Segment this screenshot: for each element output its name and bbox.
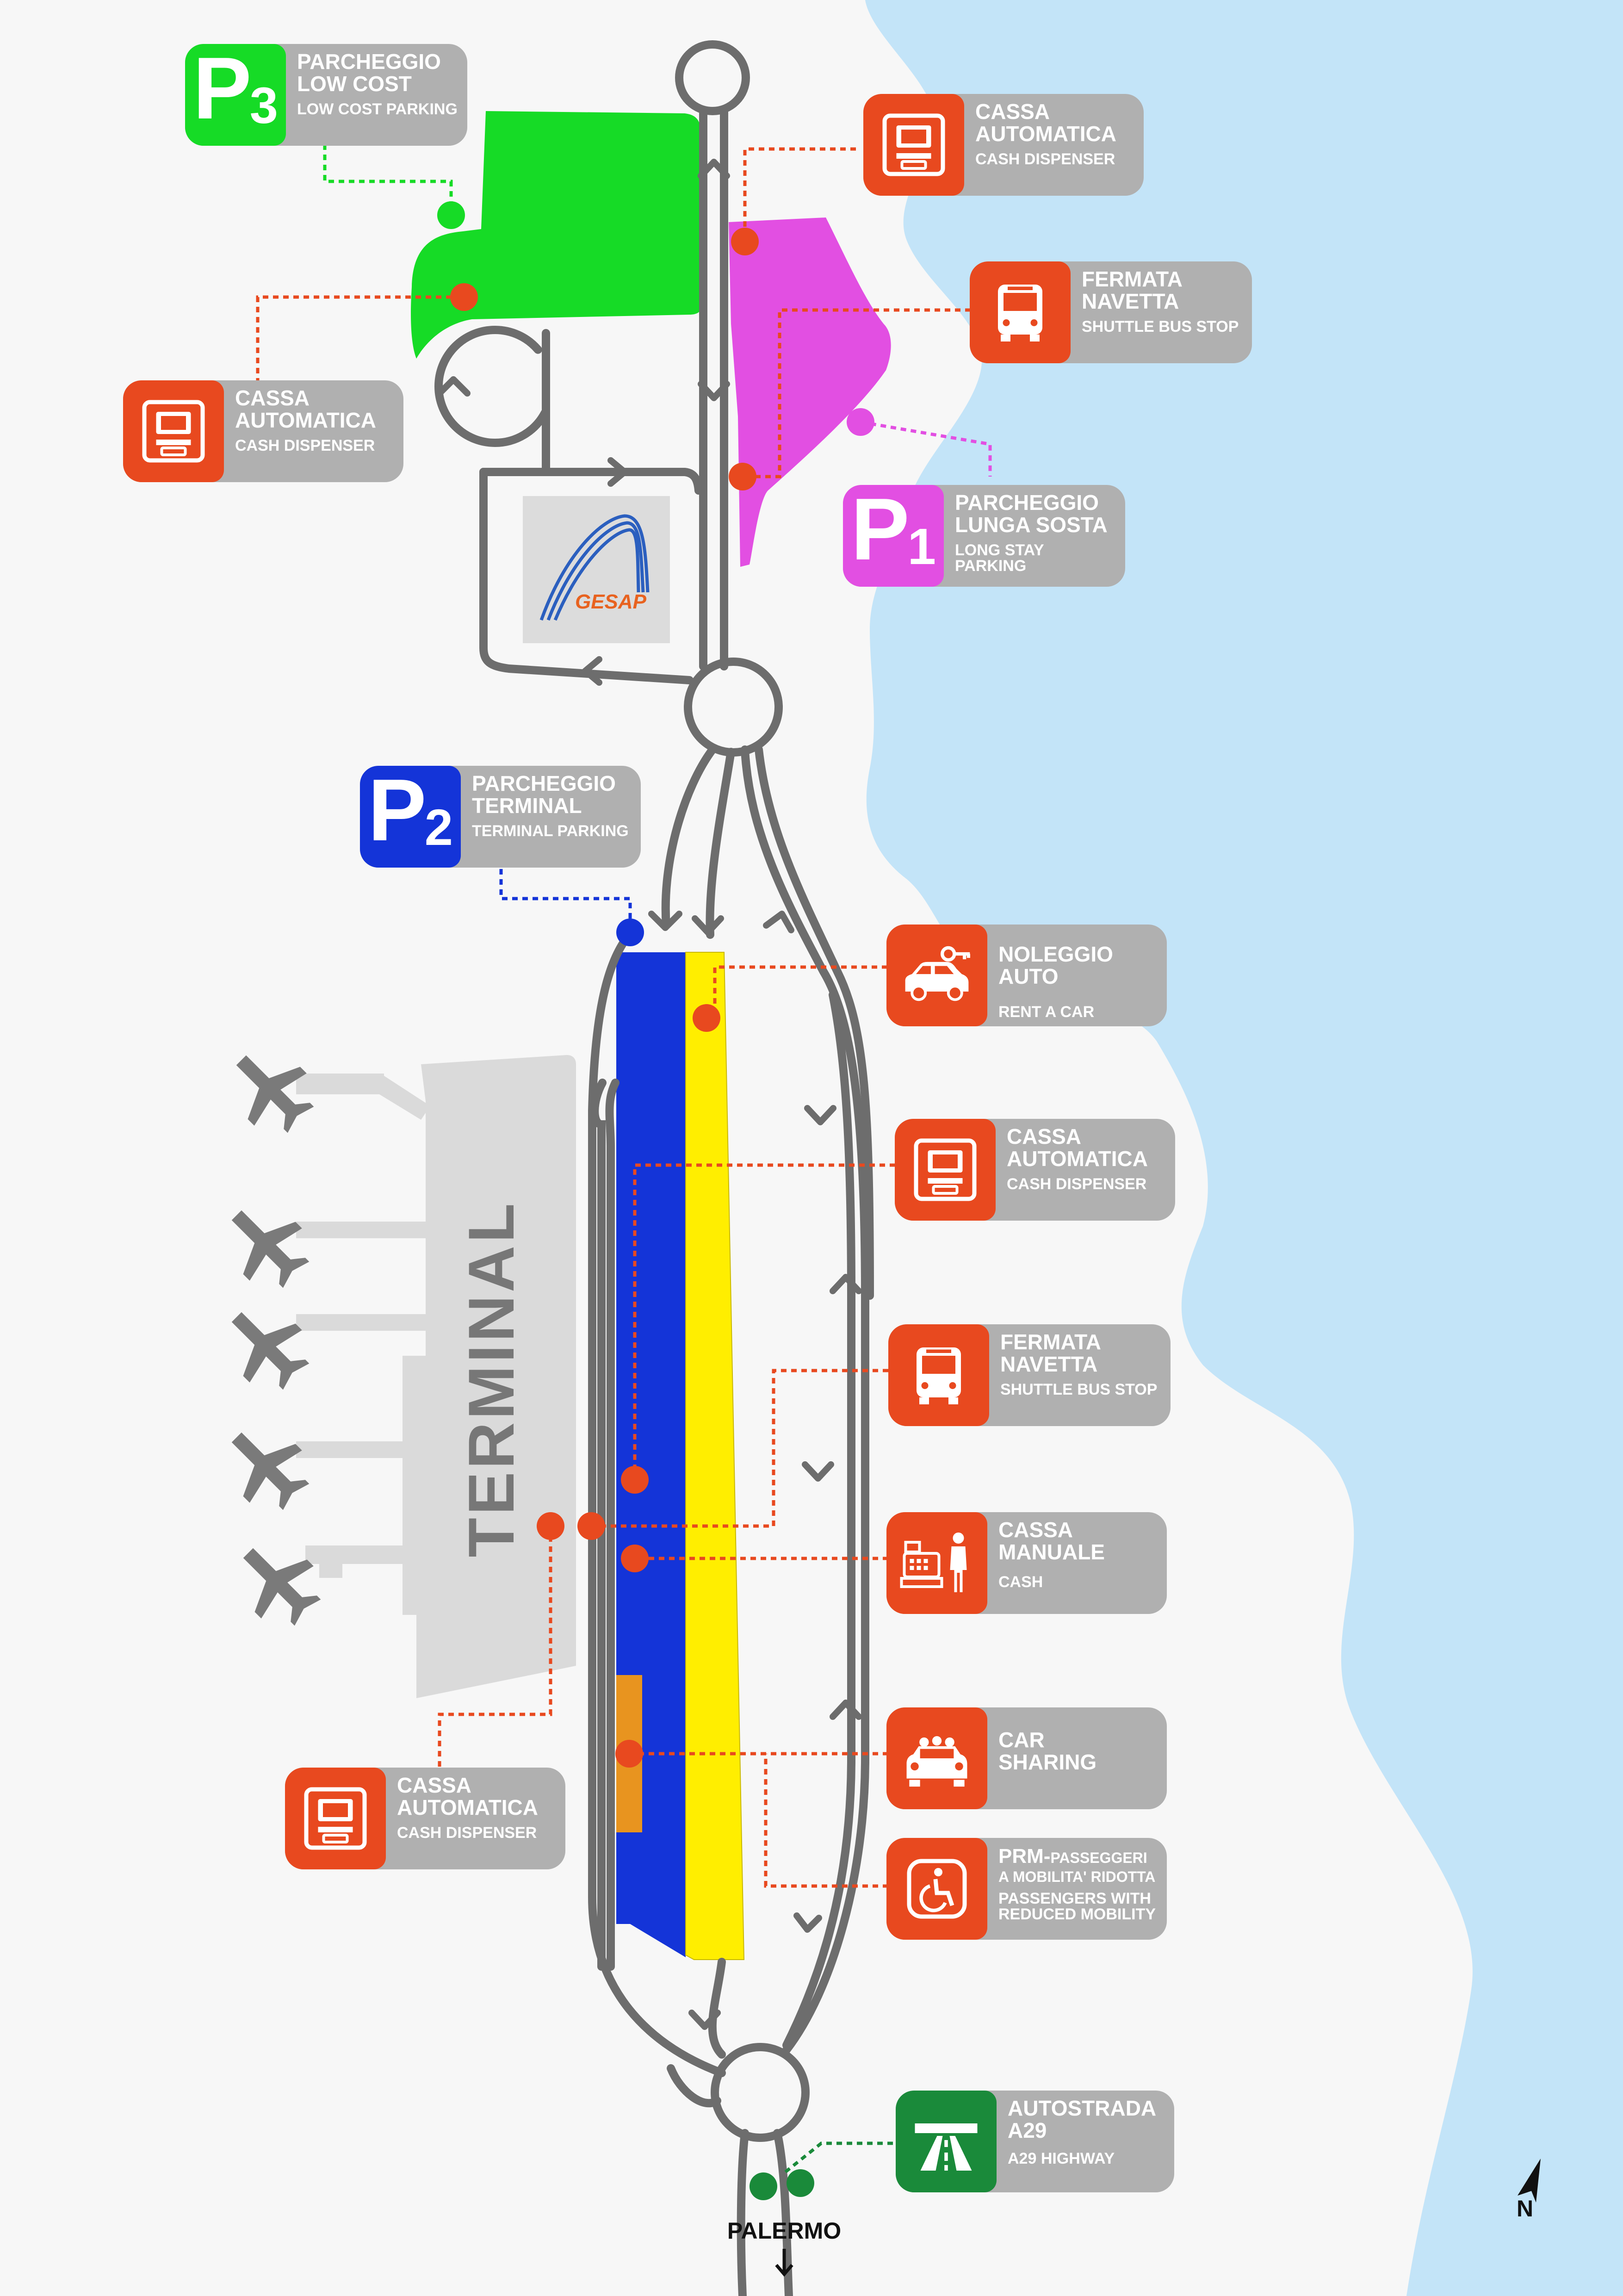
road-network (434, 40, 874, 2296)
p2-title: PARCHEGGIO TERMINAL (472, 771, 616, 818)
parking-p1-area (729, 217, 891, 567)
p3-title: PARCHEGGIO LOW COST (297, 50, 441, 96)
bus-icon (970, 261, 1071, 363)
road-arrows (436, 159, 862, 2030)
wheelchair-icon (886, 1838, 987, 1940)
parking-p2-card[interactable]: P2 PARCHEGGIO TERMINAL TERMINAL PARKING (360, 766, 641, 868)
car-sharing-icon (886, 1707, 987, 1809)
atm-icon (123, 380, 224, 482)
bus-icon (888, 1324, 989, 1426)
cash-register-icon (886, 1512, 987, 1614)
p1-subtitle: LONG STAY PARKING (955, 541, 1044, 575)
rental-car-icon (886, 925, 987, 1026)
north-label: N (1517, 2196, 1533, 2222)
p2-subtitle: TERMINAL PARKING (472, 822, 629, 840)
atm-icon (895, 1119, 996, 1221)
palermo-label: PALERMO (727, 2218, 841, 2244)
highway-icon (896, 2091, 997, 2192)
airplane-icons (231, 1055, 321, 1626)
p1-title: PARCHEGGIO LUNGA SOSTA (955, 490, 1108, 537)
car-sharing-card[interactable]: CAR SHARING (886, 1707, 1167, 1809)
atm-icon (863, 94, 964, 196)
p2-strip-bottom (616, 1916, 686, 1957)
parking-p3-area (411, 111, 701, 359)
palermo-arrow (775, 2249, 793, 2277)
connector-lines (256, 144, 992, 2176)
atm-icon (285, 1768, 386, 1869)
yellow-curb-strip (685, 952, 745, 1960)
parking-p3-card[interactable]: P3 PARCHEGGIO LOW COST LOW COST PARKING (185, 44, 467, 146)
terminal-label: TERMINAL (455, 1200, 527, 1557)
gesap-logo-arcs (539, 514, 650, 621)
p2-sign-icon: P2 (360, 766, 461, 868)
parking-p1-card[interactable]: P1 PARCHEGGIO LUNGA SOSTA LONG STAY PARKI… (843, 485, 1125, 587)
prm-card[interactable]: PRM-PASSEGGERI A MOBILITA' RIDOTTA PASSE… (886, 1838, 1167, 1940)
north-arrow-icon (1518, 2159, 1541, 2203)
p3-sign-icon: P3 (185, 44, 286, 146)
location-dots (437, 201, 874, 2200)
p3-subtitle: LOW COST PARKING (297, 100, 458, 118)
p1-sign-icon: P1 (843, 485, 944, 587)
terminal-building (296, 1055, 576, 1698)
gesap-logo-text: GESAP (575, 590, 647, 613)
